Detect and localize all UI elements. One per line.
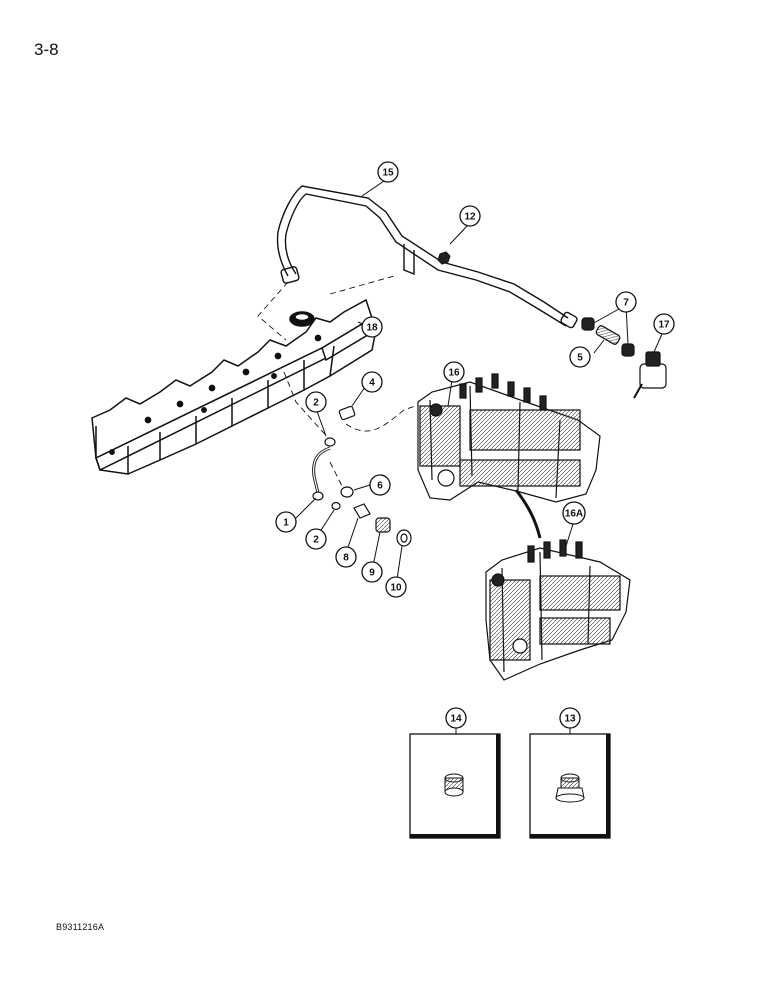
plug-panel-14 (409, 728, 501, 839)
threaded-plug (444, 773, 464, 797)
valve (633, 351, 667, 399)
callout-17: 17 (658, 320, 670, 331)
callout-16: 16 (448, 368, 460, 379)
callout-2-upper: 2 (313, 398, 319, 409)
callout-12: 12 (464, 212, 476, 223)
callout-6: 6 (377, 481, 383, 492)
alignment-lines (257, 275, 427, 495)
callout-circles (275, 161, 675, 729)
callout-7: 7 (623, 298, 629, 309)
rocker-cover (91, 298, 377, 475)
page-number: 3-8 (34, 40, 59, 59)
figure-code: B9311216A (56, 922, 105, 932)
injection-pump (417, 373, 601, 503)
callout-2-lower: 2 (313, 535, 319, 546)
callout-14: 14 (450, 714, 462, 725)
plug-panel-13 (529, 728, 611, 839)
callout-10: 10 (390, 583, 402, 594)
callout-9: 9 (369, 568, 375, 579)
hose-and-clamps (581, 317, 635, 357)
hex-plug (555, 773, 585, 803)
callout-16a: 16A (565, 509, 583, 520)
callout-5: 5 (577, 353, 583, 364)
return-tube (276, 185, 578, 329)
callout-18: 18 (366, 323, 378, 334)
transition-arrow (514, 489, 542, 539)
callout-15: 15 (382, 168, 394, 179)
callout-1: 1 (283, 518, 289, 529)
callout-4: 4 (369, 378, 375, 389)
injection-pump-alt (485, 539, 631, 681)
nut (437, 251, 451, 265)
fuel-line-fittings (312, 405, 412, 547)
callout-8: 8 (343, 553, 349, 564)
callout-13: 13 (564, 714, 576, 725)
